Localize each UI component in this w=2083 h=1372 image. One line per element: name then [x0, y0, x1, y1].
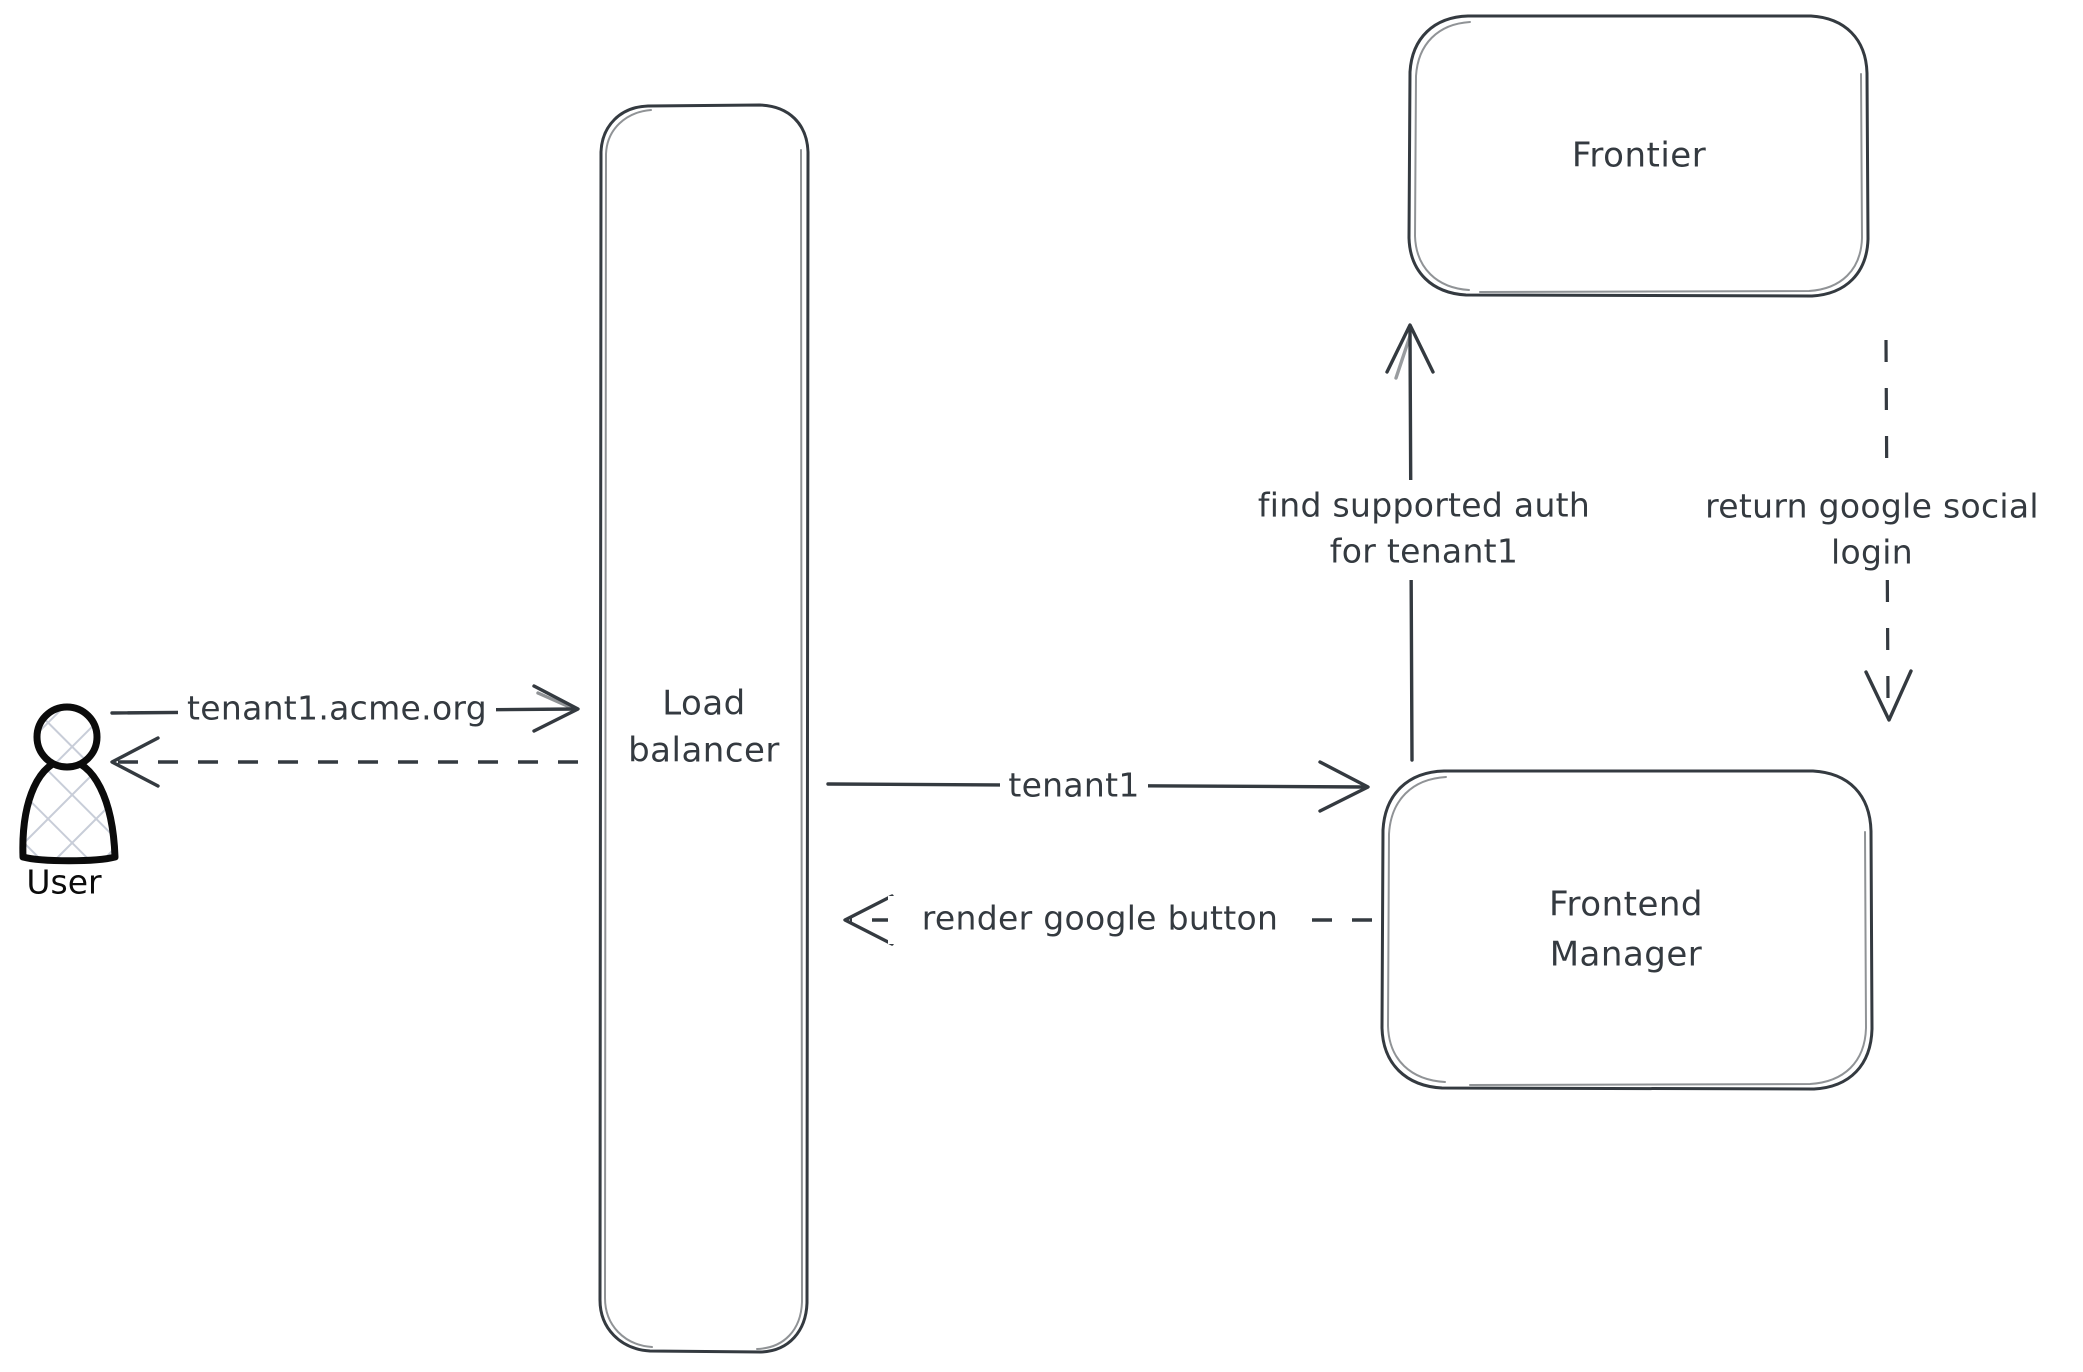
- node-load-balancer-label-line1: Load: [662, 684, 746, 724]
- node-frontend-manager-label-line2: Manager: [1550, 935, 1703, 975]
- node-frontier[interactable]: Frontier: [1407, 14, 1870, 298]
- edge-label-tenant1: tenant1: [1008, 766, 1139, 805]
- edge-user-to-load-balancer[interactable]: tenant1.acme.org: [110, 684, 580, 733]
- edge-label-return-google-social-line1: return google social: [1705, 487, 2039, 526]
- edge-label-backdrop-3: [1000, 764, 1148, 810]
- node-frontend-manager-label-line1: Frontend: [1549, 885, 1703, 925]
- actor-user-label: User: [26, 863, 102, 902]
- edge-label-return-google-social-line2: login: [1831, 533, 1913, 572]
- edge-label-backdrop-4: [888, 896, 1312, 944]
- edge-label-find-supported-auth-line2: for tenant1: [1330, 532, 1518, 571]
- edge-label-render-google-button: render google button: [922, 899, 1278, 938]
- edge-label-backdrop-6: [1660, 482, 2080, 580]
- edge-load-balancer-to-frontend-manager[interactable]: tenant1: [826, 760, 1370, 813]
- edge-label-tenant1-acme-org: tenant1.acme.org: [187, 689, 487, 728]
- node-frontier-label: Frontier: [1572, 136, 1706, 176]
- actor-user[interactable]: User: [19, 703, 119, 902]
- edge-load-balancer-to-user[interactable]: [110, 736, 578, 788]
- node-load-balancer[interactable]: Load balancer: [598, 103, 810, 1354]
- node-load-balancer-label-line2: balancer: [628, 731, 780, 771]
- edge-frontend-manager-to-frontier[interactable]: find supported auth for tenant1: [1218, 323, 1628, 762]
- actor-user-head: [37, 707, 97, 767]
- node-frontend-manager[interactable]: Frontend Manager: [1380, 769, 1874, 1091]
- edge-label-backdrop-1: [178, 686, 496, 732]
- edge-frontier-to-frontend-manager[interactable]: return google social login: [1660, 339, 2080, 722]
- edge-label-backdrop-5: [1218, 480, 1628, 580]
- edge-label-find-supported-auth-line1: find supported auth: [1258, 486, 1590, 525]
- edge-frontend-manager-to-load-balancer[interactable]: render google button: [843, 894, 1372, 946]
